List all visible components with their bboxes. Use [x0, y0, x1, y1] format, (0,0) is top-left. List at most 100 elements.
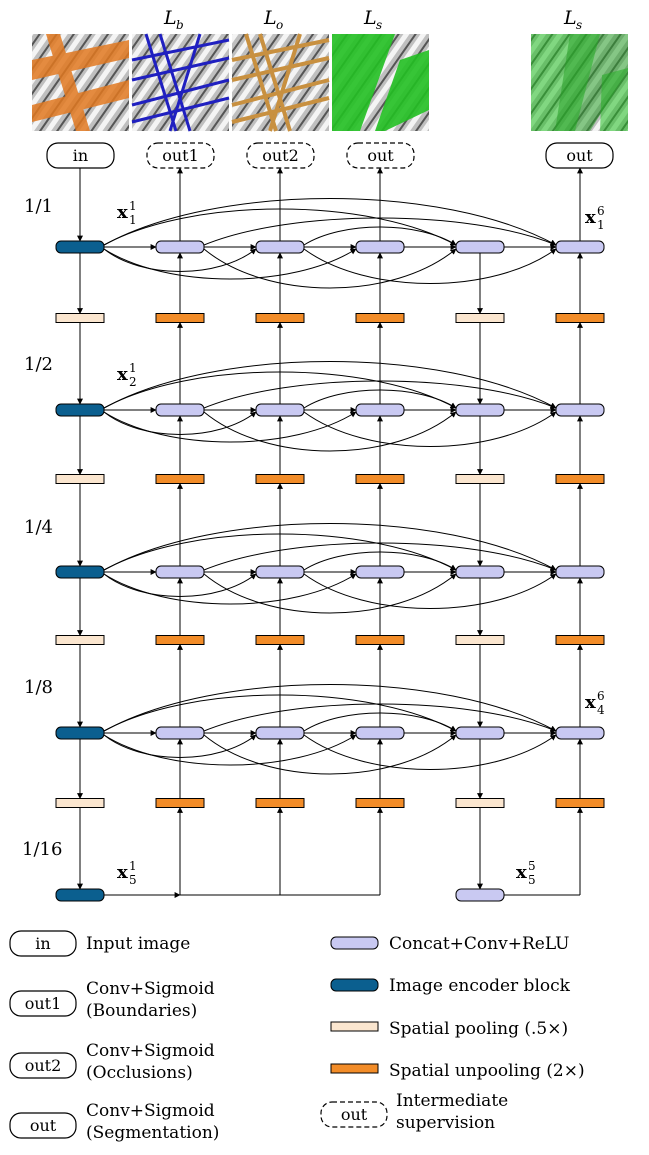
spatial-unpooling-block: [355, 474, 405, 484]
scale-label-1-1: 1/1: [24, 196, 53, 217]
spatial-unpooling-block: [155, 798, 205, 808]
feature-label-x1-6: x 6 1: [585, 204, 605, 232]
spatial-unpooling-block: [555, 474, 605, 484]
concat-conv-relu-block: [255, 565, 305, 579]
concat-conv-relu-block: [155, 403, 205, 417]
dense-skip-arrow: [203, 380, 557, 409]
dense-skip-arrow: [303, 248, 557, 284]
occlusions-image-thumbnail: [231, 33, 330, 132]
svg-text:(Segmentation): (Segmentation): [86, 1123, 219, 1143]
spatial-pooling-block: [55, 798, 105, 808]
spatial-pooling-block: [455, 635, 505, 645]
concat-conv-relu-block: [355, 565, 405, 579]
svg-text:Image encoder block: Image encoder block: [389, 976, 571, 996]
loss-label-segmentation-final: L s: [563, 7, 582, 32]
concat-conv-relu-block: [455, 565, 505, 579]
spatial-unpooling-block: [155, 313, 205, 323]
concat-conv-relu-block: [555, 403, 605, 417]
loss-label-boundaries: L b: [163, 7, 184, 32]
legend-input: in Input image: [9, 930, 190, 957]
legend-encoder: Image encoder block: [330, 976, 571, 996]
loss-label-segmentation-intermediate: L s: [363, 7, 382, 32]
concat-conv-relu-block: [255, 726, 305, 740]
spatial-unpooling-block: [255, 798, 305, 808]
svg-text:x: x: [117, 862, 128, 883]
legend-pooling: Spatial pooling (.5×): [330, 1019, 568, 1039]
svg-text:s: s: [376, 18, 382, 32]
svg-text:1: 1: [129, 361, 137, 375]
legend-concat: Concat+Conv+ReLU: [330, 934, 570, 954]
concat-conv-relu-block: [455, 403, 505, 417]
encoder-block: [55, 565, 105, 579]
svg-text:1: 1: [129, 213, 137, 227]
legend-out2: out2 Conv+Sigmoid (Occlusions): [9, 1041, 215, 1083]
svg-text:in: in: [73, 146, 88, 165]
svg-text:6: 6: [597, 204, 605, 218]
svg-text:Input image: Input image: [86, 934, 190, 954]
svg-text:out2: out2: [25, 1056, 62, 1075]
scale-label-1-4: 1/4: [24, 517, 53, 538]
feature-label-x4-6: x 6 4: [585, 689, 605, 717]
svg-text:supervision: supervision: [396, 1113, 495, 1133]
dense-skip-arrow: [103, 361, 557, 409]
concat-conv-relu-block: [555, 726, 605, 740]
dense-skip-arrow: [103, 694, 457, 732]
svg-text:Conv+Sigmoid: Conv+Sigmoid: [86, 1101, 215, 1121]
encoder-block: [55, 240, 105, 254]
concat-conv-relu-block: [455, 726, 505, 740]
spatial-unpooling-block: [555, 798, 605, 808]
dense-skip-arrow: [303, 551, 457, 571]
svg-text:1: 1: [129, 199, 137, 213]
input-image-thumbnail: [32, 34, 129, 131]
spatial-unpooling-block: [555, 635, 605, 645]
svg-text:4: 4: [597, 703, 605, 717]
dense-skip-arrow: [103, 411, 357, 443]
dense-skip-arrow: [303, 411, 557, 447]
legend-unpooling: Spatial unpooling (2×): [330, 1061, 585, 1081]
feature-label-x5-1: x 1 5: [117, 859, 137, 887]
svg-text:5: 5: [129, 873, 137, 887]
scale-label-1-16: 1/16: [22, 839, 62, 860]
dense-skip-arrow: [303, 734, 557, 770]
concat-conv-relu-block: [555, 240, 605, 254]
svg-text:L: L: [363, 7, 377, 29]
concat-conv-relu-block: [355, 403, 405, 417]
svg-text:5: 5: [528, 873, 536, 887]
svg-text:Spatial unpooling (2×): Spatial unpooling (2×): [389, 1061, 585, 1081]
svg-text:1: 1: [597, 218, 605, 232]
concat-conv-relu-block: [255, 240, 305, 254]
svg-text:out: out: [367, 146, 394, 165]
spatial-pooling-block: [455, 474, 505, 484]
concat-conv-relu-block: [255, 403, 305, 417]
svg-text:L: L: [263, 7, 277, 29]
dense-skip-arrow: [203, 703, 557, 732]
legend-out: out Conv+Sigmoid (Segmentation): [9, 1101, 219, 1143]
dense-skip-arrow: [103, 523, 557, 571]
dense-skip-arrow: [303, 573, 557, 609]
svg-text:out2: out2: [262, 146, 299, 165]
input-node: in: [46, 142, 115, 169]
dense-skip-arrow: [103, 734, 357, 766]
feature-label-x2-1: x 1 2: [117, 361, 137, 389]
svg-text:x: x: [117, 364, 128, 385]
svg-text:(Occlusions): (Occlusions): [86, 1063, 193, 1083]
svg-text:5: 5: [528, 859, 536, 873]
concat-conv-relu-block: [155, 240, 205, 254]
svg-text:1: 1: [129, 859, 137, 873]
legend-intermediate-supervision: out Intermediate supervision: [320, 1091, 508, 1133]
dense-skip-arrow: [103, 573, 357, 605]
spatial-unpooling-block: [555, 313, 605, 323]
dense-skip-arrow: [203, 248, 457, 289]
concat-conv-relu-block: [355, 240, 405, 254]
svg-text:2: 2: [129, 375, 137, 389]
out1-node: out1: [146, 142, 215, 169]
dense-skip-arrow: [103, 198, 557, 246]
spatial-unpooling-block: [155, 635, 205, 645]
concat-conv-relu-block: [355, 726, 405, 740]
svg-text:L: L: [563, 7, 577, 29]
out2-node: out2: [246, 142, 315, 169]
svg-text:out1: out1: [162, 146, 199, 165]
svg-text:b: b: [176, 18, 184, 32]
spatial-unpooling-block: [255, 474, 305, 484]
